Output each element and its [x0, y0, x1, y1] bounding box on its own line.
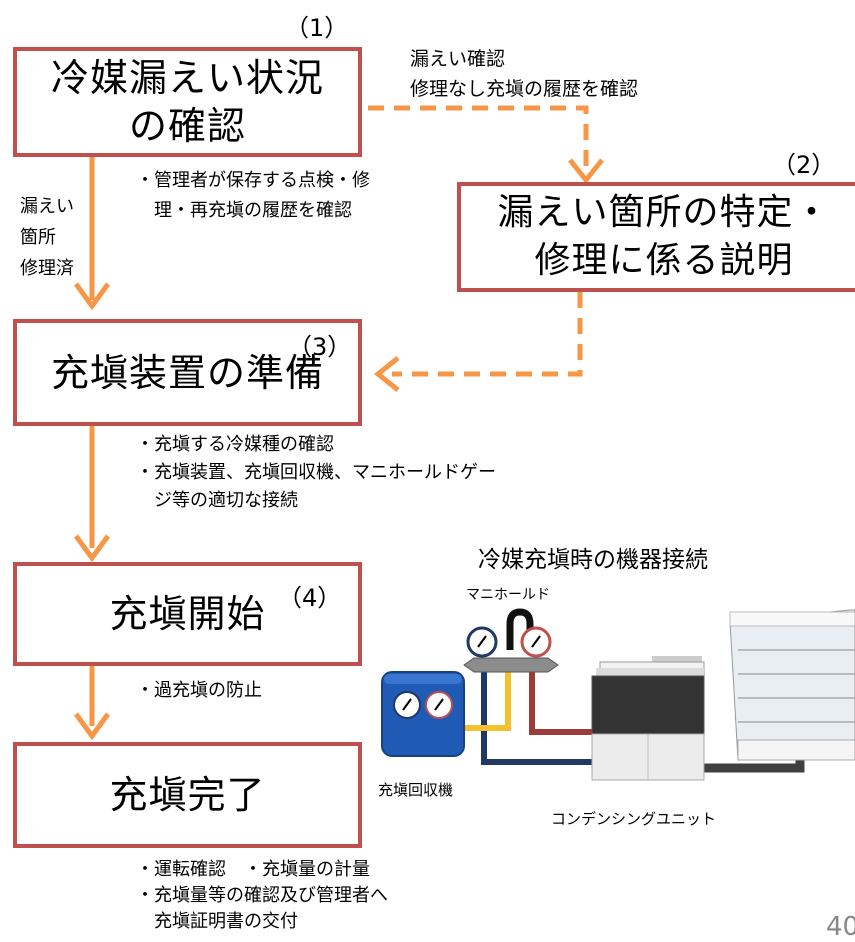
solid-arrow-4-5 — [73, 666, 111, 741]
step-3-number: （3） — [288, 333, 352, 361]
step-2-number: （2） — [772, 151, 836, 179]
side-note-line-3: 修理済 — [20, 258, 74, 279]
step-box-2: 漏えい箇所の特定・修理に係る説明 — [457, 182, 855, 292]
step-4-note-line-1: ・過充塡の防止 — [136, 680, 262, 701]
step-3-note: ・充塡する冷媒種の確認 ・充塡装置、充塡回収機、マニホールドゲー ジ等の適切な接… — [136, 431, 496, 515]
step-1-title-line-1: 冷媒漏えい状況 — [50, 56, 324, 100]
step-3-note-line-1: ・充塡する冷媒種の確認 — [136, 434, 334, 455]
step-4-note: ・過充塡の防止 — [136, 678, 262, 704]
step-1-title-line-2: の確認 — [128, 104, 246, 148]
step-1-note-line-2: 理・再充塡の履歴を確認 — [136, 200, 352, 221]
dashed-arrow-2-3 — [373, 292, 583, 392]
dashed-note-line-1: 漏えい確認 — [410, 48, 506, 70]
step-4-title: 充塡開始 — [109, 592, 266, 636]
equipment-title: 冷媒充塡時の機器接続 — [478, 547, 708, 573]
step-5-title: 充塡完了 — [109, 773, 266, 817]
recovery-machine — [381, 671, 465, 757]
manifold-label: マニホールド — [466, 587, 550, 603]
condensing-unit — [591, 656, 705, 781]
manifold — [463, 608, 559, 673]
step-2-title-line-1: 漏えい箇所の特定・ — [497, 192, 831, 233]
dashed-arrow-1-2 — [368, 105, 604, 185]
step-box-4: 充塡開始 — [13, 562, 362, 666]
side-note-line-1: 漏えい — [20, 196, 74, 217]
dashed-note-line-2: 修理なし充塡の履歴を確認 — [410, 78, 639, 100]
step-3-title: 充塡装置の準備 — [50, 350, 324, 395]
step-2-title-line-2: 修理に係る説明 — [534, 240, 794, 281]
page-number: 40 — [826, 912, 855, 942]
step-5-note-line-3: 充塡証明書の交付 — [136, 911, 298, 932]
dashed-arrow-note: 漏えい確認 修理なし充塡の履歴を確認 — [410, 44, 638, 104]
step-box-3: 充塡装置の準備 — [13, 319, 362, 426]
side-note: 漏えい 箇所 修理済 — [20, 191, 74, 284]
solid-arrow-1-3 — [73, 155, 111, 311]
side-note-line-2: 箇所 — [20, 227, 56, 248]
step-box-1: 冷媒漏えい状況の確認 — [13, 47, 362, 157]
step-4-number: （4） — [278, 584, 342, 612]
step-1-number: （1） — [285, 14, 349, 42]
solid-arrow-3-4 — [73, 426, 111, 563]
step-3-note-line-3: ジ等の適切な接続 — [136, 490, 298, 511]
recovery-label: 充塡回収機 — [378, 781, 454, 799]
step-5-note-line-1: ・運転確認 ・充塡量の計量 — [136, 859, 370, 880]
showcase — [729, 609, 855, 761]
step-1-note-line-1: ・管理者が保存する点検・修 — [136, 170, 370, 191]
step-box-5: 充塡完了 — [13, 742, 362, 848]
step-3-note-line-2: ・充塡装置、充塡回収機、マニホールドゲー — [136, 462, 496, 483]
step-5-note-line-2: ・充塡量等の確認及び管理者へ — [136, 885, 388, 906]
condensing-label: コンデンシングユニット — [551, 810, 717, 828]
step-1-note: ・管理者が保存する点検・修 理・再充塡の履歴を確認 — [136, 166, 370, 226]
step-5-note: ・運転確認 ・充塡量の計量 ・充塡量等の確認及び管理者へ 充塡証明書の交付 — [136, 857, 388, 935]
